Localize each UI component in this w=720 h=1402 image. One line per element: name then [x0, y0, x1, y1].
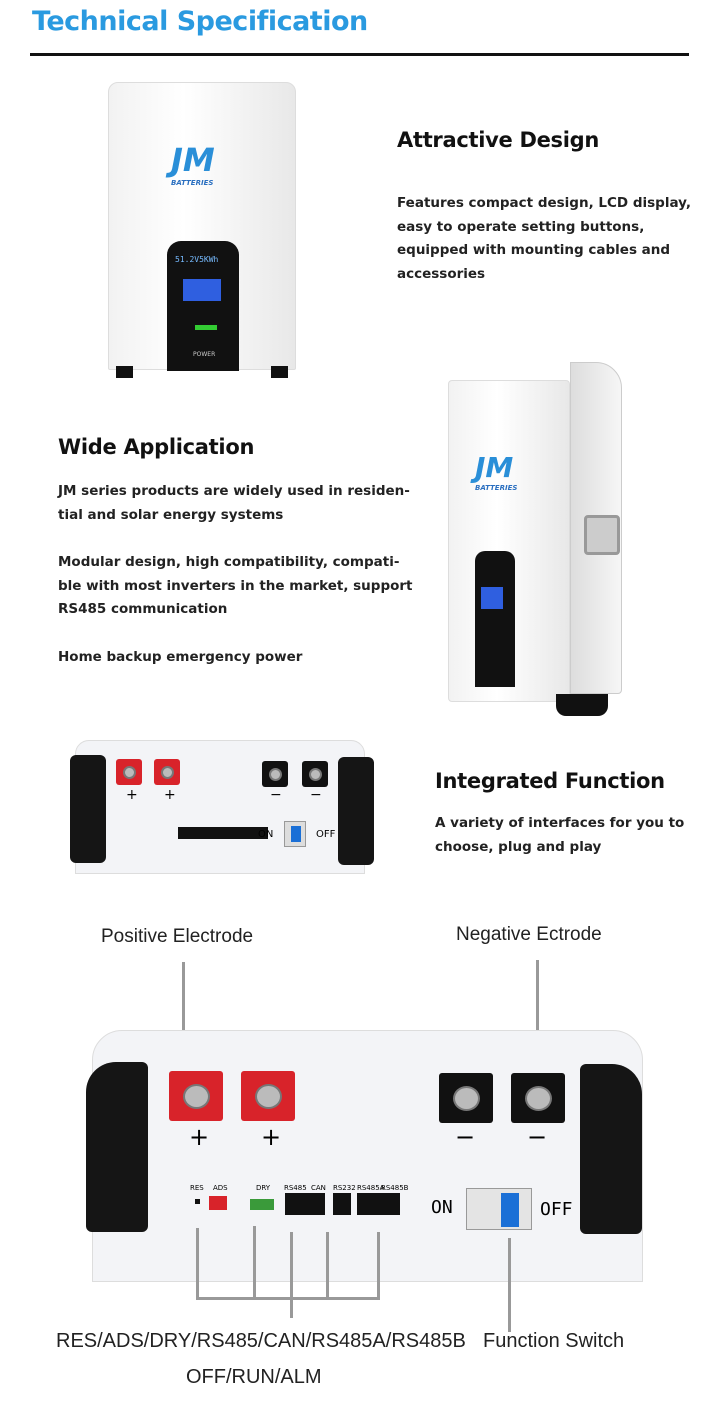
on-label: ON: [431, 1197, 453, 1218]
port-label-res: RES: [190, 1184, 204, 1192]
breaker-switch: [466, 1188, 532, 1230]
callout-line: [326, 1232, 329, 1300]
page-title: Technical Specification: [32, 6, 368, 37]
handle-left: [70, 755, 106, 863]
text-line: Features compact design, LCD display,: [397, 195, 692, 211]
positive-electrode-label: Positive Electrode: [101, 926, 254, 947]
interfaces-label: RES/ADS/DRY/RS485/CAN/RS485A/RS485B: [56, 1330, 466, 1352]
minus-label: −: [527, 1123, 548, 1151]
callout-line: [182, 962, 185, 1082]
text-line: ble with most inverters in the market, s…: [58, 577, 413, 594]
lcd-label: 51.2V5KWh: [175, 255, 219, 264]
port-label-rs485a: RS485A: [357, 1184, 385, 1192]
wide-title: Wide Application: [58, 435, 255, 459]
text-line: accessories: [397, 265, 486, 282]
breaker-switch: [284, 821, 306, 847]
function-switch-label: Function Switch: [483, 1330, 625, 1352]
plus-label: +: [189, 1123, 210, 1151]
port-label-rs232: RS232: [333, 1184, 356, 1192]
handle-right: [580, 1064, 642, 1234]
callout-line: [536, 960, 539, 1076]
port-label-rs485: RS485: [284, 1184, 307, 1192]
negative-terminal: [511, 1073, 565, 1123]
reset-button: [195, 1199, 200, 1204]
handle-left: [86, 1062, 148, 1232]
battery-base: [556, 694, 608, 716]
positive-terminal: [154, 759, 180, 785]
dip-switch: [209, 1196, 227, 1210]
port-rs232: [333, 1193, 351, 1215]
lcd-screen: [481, 587, 503, 609]
port-label-can: CAN: [311, 1184, 326, 1192]
text-line: Modular design, high compatibility, comp…: [58, 554, 400, 570]
plus-label: +: [261, 1123, 282, 1151]
minus-label: −: [270, 787, 282, 803]
power-label: POWER: [193, 351, 216, 358]
wide-text: JM series products are widely used in re…: [58, 480, 413, 669]
text-line: choose, plug and play: [435, 838, 602, 855]
dry-contact: [250, 1199, 274, 1210]
handle-right: [338, 757, 374, 865]
battery-level-indicator: [195, 325, 217, 330]
battery-back-panel-small: + + − − ON OFF: [75, 740, 365, 874]
port-label-dry: DRY: [256, 1184, 271, 1192]
callout-line: [253, 1226, 256, 1300]
text-line: RS485 communication: [58, 601, 228, 617]
negative-terminal: [302, 761, 328, 787]
text-line: A variety of interfaces for you to: [435, 815, 685, 831]
plus-label: +: [164, 787, 176, 803]
positive-terminal: [169, 1071, 223, 1121]
lcd-panel: 51.2V5KWh POWER: [167, 241, 239, 371]
on-label: ON: [258, 829, 274, 840]
title-divider: [30, 53, 689, 56]
off-label: OFF: [540, 1199, 573, 1220]
negative-terminal: [439, 1073, 493, 1123]
callout-line: [508, 1238, 511, 1332]
led-status-label: OFF/RUN/ALM: [186, 1366, 322, 1388]
minus-label: −: [310, 787, 322, 803]
attractive-title: Attractive Design: [397, 128, 600, 152]
negative-electrode-label: Negative Ectrode: [456, 924, 602, 945]
positive-terminal: [116, 759, 142, 785]
plus-label: +: [126, 787, 138, 803]
port-label-rs485b: RS485B: [381, 1184, 409, 1192]
callout-line: [196, 1228, 199, 1300]
minus-label: −: [455, 1123, 476, 1151]
integrated-title: Integrated Function: [435, 769, 665, 793]
text-line: equipped with mounting cables and: [397, 242, 671, 258]
integrated-text: A variety of interfaces for you to choos…: [435, 812, 684, 859]
carry-handle: [584, 515, 620, 555]
text-line: easy to operate setting buttons,: [397, 218, 645, 235]
callout-line: [377, 1232, 380, 1300]
port-rs485-can: [285, 1193, 325, 1215]
text-line: Home backup emergency power: [58, 648, 303, 665]
lcd-panel: [475, 551, 515, 687]
positive-terminal: [241, 1071, 295, 1121]
lcd-screen: [183, 279, 221, 301]
text-line: JM series products are widely used in re…: [58, 483, 410, 499]
negative-terminal: [262, 761, 288, 787]
port-group: [178, 827, 268, 839]
callout-line: [196, 1297, 380, 1300]
battery-feet: [116, 366, 288, 378]
attractive-text: Features compact design, LCD display, ea…: [397, 192, 691, 286]
text-line: tial and solar energy systems: [58, 506, 284, 523]
port-label-ads: ADS: [213, 1184, 228, 1192]
battery-back-panel-large: + + − − RES ADS DRY RS485 CAN RS232 RS48…: [92, 1030, 643, 1282]
callout-line: [290, 1232, 293, 1318]
port-rs485ab: [357, 1193, 400, 1215]
off-label: OFF: [316, 829, 336, 840]
